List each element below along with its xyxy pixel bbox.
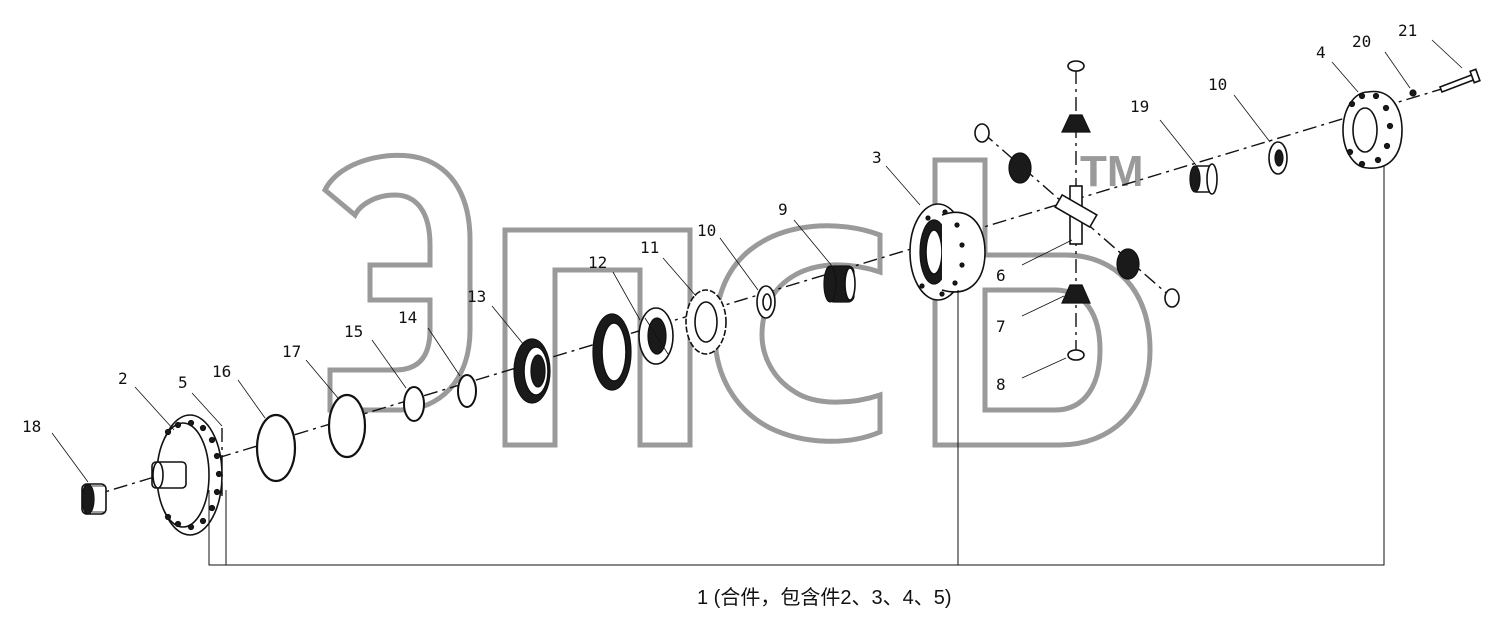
- part-8-thrust-washers: [974, 60, 1180, 361]
- part-6-spider-cross: [1054, 185, 1098, 245]
- part-4-case-half: [1342, 90, 1403, 169]
- callout-5: 5: [178, 373, 188, 392]
- callout-4: 4: [1316, 43, 1326, 62]
- part-16-o-ring: [255, 413, 297, 483]
- callout-17: 17: [282, 342, 301, 361]
- part-18-plug: [81, 483, 107, 515]
- callout-11: 11: [640, 238, 659, 257]
- watermark: TM: [321, 147, 1153, 448]
- callout-9: 9: [778, 200, 788, 219]
- part-12-toothed-disc: [592, 313, 632, 391]
- part-10-right-washer: [1268, 141, 1288, 175]
- callout-6: 6: [996, 266, 1006, 285]
- part-21-bolt: [1438, 68, 1481, 94]
- watermark-letter-2: [502, 227, 693, 448]
- callout-18: 18: [22, 417, 41, 436]
- callout-10-right: 10: [1208, 75, 1227, 94]
- leader-lines: [51, 39, 1463, 483]
- part-14-ring: [457, 374, 477, 408]
- callout-labels: 18 2 5 16 17 15 14 13 12 11 10 9 3 6 7 8…: [22, 21, 1417, 436]
- part-9-side-gear: [823, 265, 856, 303]
- watermark-letter-1: [321, 152, 473, 413]
- watermark-letter-4: [932, 157, 1153, 448]
- callout-15: 15: [344, 322, 363, 341]
- callout-8: 8: [996, 375, 1006, 394]
- callout-2: 2: [118, 369, 128, 388]
- watermark-tm: TM: [1080, 147, 1144, 196]
- watermark-letter-3: [712, 223, 883, 444]
- assembly-bracket: [208, 166, 1385, 566]
- part-11-friction-plate: [638, 307, 674, 365]
- callout-20: 20: [1352, 32, 1371, 51]
- callout-19: 19: [1130, 97, 1149, 116]
- callout-10-left: 10: [697, 221, 716, 240]
- cross-axis-diagonal: [981, 131, 1173, 299]
- part-13-bearing: [513, 338, 551, 404]
- callout-3: 3: [872, 148, 882, 167]
- callout-12: 12: [588, 253, 607, 272]
- assembly-caption: 1 (合件，包含件2、3、4、5): [697, 586, 952, 609]
- part-17-o-ring: [327, 393, 367, 459]
- callout-13: 13: [467, 287, 486, 306]
- part-10-washer: [756, 285, 776, 319]
- part-15-ring: [403, 386, 425, 422]
- part-7-planet-gears: [1008, 114, 1140, 304]
- callout-21: 21: [1398, 21, 1417, 40]
- part-3-differential-case: [909, 203, 986, 301]
- callout-16: 16: [212, 362, 231, 381]
- part-20-nut: [1409, 89, 1417, 97]
- part-19-side-gear: [1189, 163, 1218, 195]
- callout-7: 7: [996, 317, 1006, 336]
- flange-teeth: [164, 419, 223, 531]
- part-2-flange-cover: [151, 414, 223, 536]
- part-10-star-washer: [685, 289, 727, 355]
- callout-14: 14: [398, 308, 417, 327]
